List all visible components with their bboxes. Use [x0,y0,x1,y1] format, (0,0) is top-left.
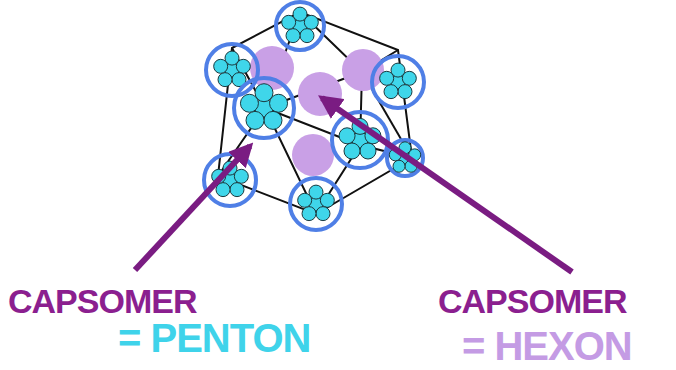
penton-sphere [282,15,296,29]
capsomer-label: CAPSOMER [8,284,196,318]
penton-sphere [320,193,334,207]
penton-sphere [316,207,330,221]
penton-sphere [393,160,405,172]
penton-ring [206,44,258,96]
penton-sphere [360,143,376,159]
penton-sphere [234,169,248,183]
penton-sphere [246,111,264,129]
penton-sphere [240,94,258,112]
penton-sphere [398,85,412,99]
penton-sphere [384,85,398,99]
penton-sphere [304,15,318,29]
penton-sphere [270,94,288,112]
penton-sphere [302,207,316,221]
leader-arrows [135,98,572,272]
penton-sphere [214,59,228,73]
penton-sphere [286,29,300,43]
penton-ring [234,78,294,138]
penton-ring [204,154,256,206]
penton-sphere [402,71,416,85]
penton-sphere [298,193,312,207]
penton-sphere [380,71,394,85]
penton-sphere [300,29,314,43]
penton-ring [276,2,324,50]
penton-label: = PENTON [118,318,310,358]
penton-sphere [218,73,232,87]
penton-ring [372,56,424,108]
penton-capsomers [204,2,424,230]
penton-sphere [230,183,244,197]
penton-sphere [264,111,282,129]
penton-sphere [236,59,250,73]
hexon-label: = HEXON [462,326,632,366]
penton-sphere [344,143,360,159]
capsomer-label: CAPSOMER [438,284,626,318]
penton-ring [290,178,342,230]
penton-sphere [339,128,355,144]
